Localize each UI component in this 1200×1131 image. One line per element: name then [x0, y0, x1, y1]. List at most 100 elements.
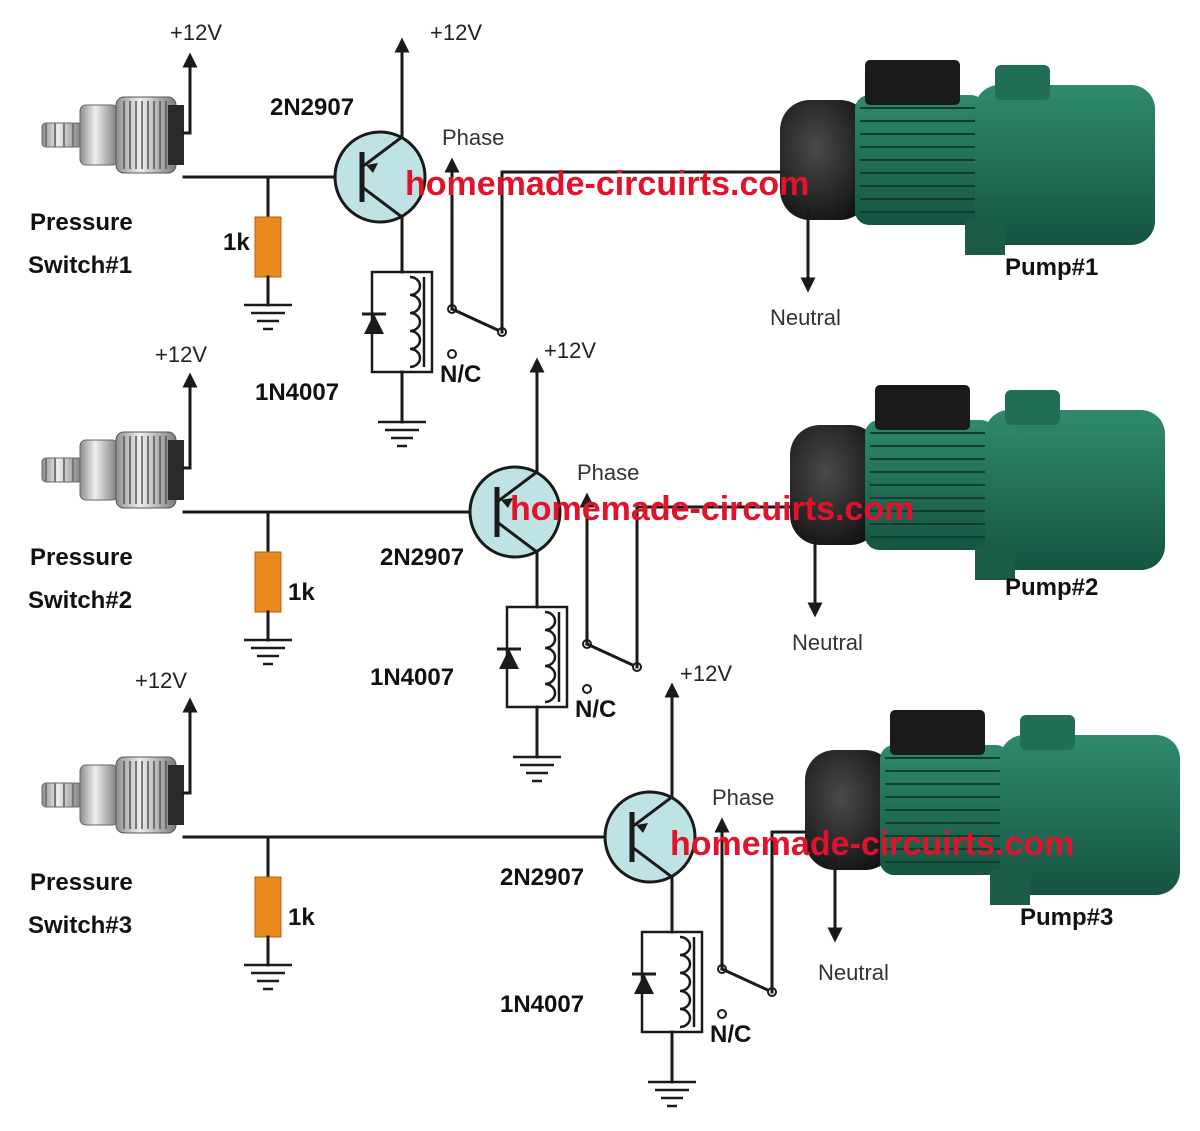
diode-icon [632, 972, 656, 994]
pump-motor-icon [780, 60, 1155, 255]
diode-label: 1N4007 [370, 664, 454, 691]
pump-foot [990, 870, 1030, 905]
pump-housing [985, 410, 1165, 570]
ground-icon [244, 963, 292, 991]
pump-fan-cover [805, 750, 895, 870]
outlet [995, 65, 1050, 100]
pump-housing [1000, 735, 1180, 895]
watermark-text: homemade-circuirts.com [510, 490, 914, 528]
emitter-arrow [636, 823, 648, 833]
transistor-collector [359, 184, 405, 220]
resistor-icon [254, 876, 282, 938]
pnp-transistor-icon [603, 790, 697, 884]
stage-1: PressureSwitch#1+12V1k2N2907+12V1N4007N/… [28, 20, 1155, 448]
resistor-icon [254, 551, 282, 613]
transistor-label: 2N2907 [270, 94, 354, 121]
neutral-label: Neutral [792, 630, 863, 655]
neutral-label: Neutral [770, 305, 841, 330]
transistor-label: 2N2907 [500, 864, 584, 891]
diode-triangle [364, 314, 384, 334]
pump-fan-cover [790, 425, 880, 545]
outlet [1005, 390, 1060, 425]
connector [168, 440, 184, 500]
resistor-label: 1k [223, 229, 250, 256]
transistor-body [333, 130, 427, 224]
neutral-label: Neutral [818, 960, 889, 985]
hex-nut [79, 439, 119, 501]
supply-label: +12V [680, 661, 732, 686]
stage-2: PressureSwitch#2+12V1k2N2907+12V1N4007N/… [28, 338, 1165, 783]
ground-icon [244, 638, 292, 666]
supply-label: +12V [135, 668, 187, 693]
ground-icon [513, 755, 561, 783]
diode-icon [497, 647, 521, 669]
transistor-label: 2N2907 [380, 544, 464, 571]
hex-nut [79, 104, 119, 166]
contact-nc [582, 684, 592, 694]
switch-body [115, 96, 177, 174]
diode-triangle [634, 974, 654, 994]
connector [168, 765, 184, 825]
transistor-emitter [359, 134, 405, 170]
sensor-label: Pressure [30, 869, 133, 896]
pump-foot [965, 220, 1005, 255]
hose-barb [41, 122, 83, 148]
outlet [1020, 715, 1075, 750]
relay-switch-blade [585, 642, 639, 669]
coil [409, 275, 422, 369]
transistor-body [468, 465, 562, 559]
ground-icon [648, 1080, 696, 1108]
ground-icon [244, 303, 292, 331]
phase-label: Phase [442, 125, 504, 150]
hex-nut [79, 764, 119, 826]
sensor-label: Pressure [30, 209, 133, 236]
contact-nc [447, 349, 457, 359]
nc-label: N/C [440, 361, 481, 388]
diode-icon [362, 312, 386, 334]
transistor-collector [494, 519, 540, 555]
stage-3: PressureSwitch#3+12V1k2N2907+12V1N4007N/… [28, 661, 1180, 1108]
transistor-body [603, 790, 697, 884]
terminal-box [875, 385, 970, 430]
sensor-label: Pressure [30, 544, 133, 571]
pump-motor-icon [790, 385, 1165, 580]
pump-foot [975, 545, 1015, 580]
hose-barb [41, 457, 83, 483]
diode-triangle [499, 649, 519, 669]
pressure-switch-icon [41, 96, 184, 174]
connector [168, 105, 184, 165]
pump-housing [975, 85, 1155, 245]
relay-switch-blade [720, 967, 774, 994]
resistor-label: 1k [288, 579, 315, 606]
transistor-emitter [629, 794, 675, 830]
terminal-box [865, 60, 960, 105]
phase-label: Phase [712, 785, 774, 810]
ground-icon [378, 420, 426, 448]
nc-label: N/C [710, 1021, 751, 1048]
watermark-text: homemade-circuirts.com [405, 165, 809, 203]
terminal-box [890, 710, 985, 755]
switch-body [115, 756, 177, 834]
coil [679, 935, 692, 1029]
relay-coil-icon [632, 930, 704, 1034]
pnp-transistor-icon [333, 130, 427, 224]
relay-switch-blade [450, 307, 504, 334]
pump-label: Pump#1 [1005, 254, 1098, 281]
resistor-icon [254, 216, 282, 278]
pump-motor-icon [805, 710, 1180, 905]
hose-barb [41, 782, 83, 808]
pump-label: Pump#2 [1005, 574, 1098, 601]
supply-label: +12V [170, 20, 222, 45]
pressure-switch-icon [41, 431, 184, 509]
sensor-label: Switch#2 [28, 587, 132, 614]
pressure-switch-icon [41, 756, 184, 834]
switch-body [115, 431, 177, 509]
emitter-arrow [501, 498, 513, 508]
supply-label: +12V [155, 342, 207, 367]
diode-label: 1N4007 [500, 991, 584, 1018]
diode-label: 1N4007 [255, 379, 339, 406]
coil [544, 610, 557, 704]
contact-nc [717, 1009, 727, 1019]
nc-label: N/C [575, 696, 616, 723]
